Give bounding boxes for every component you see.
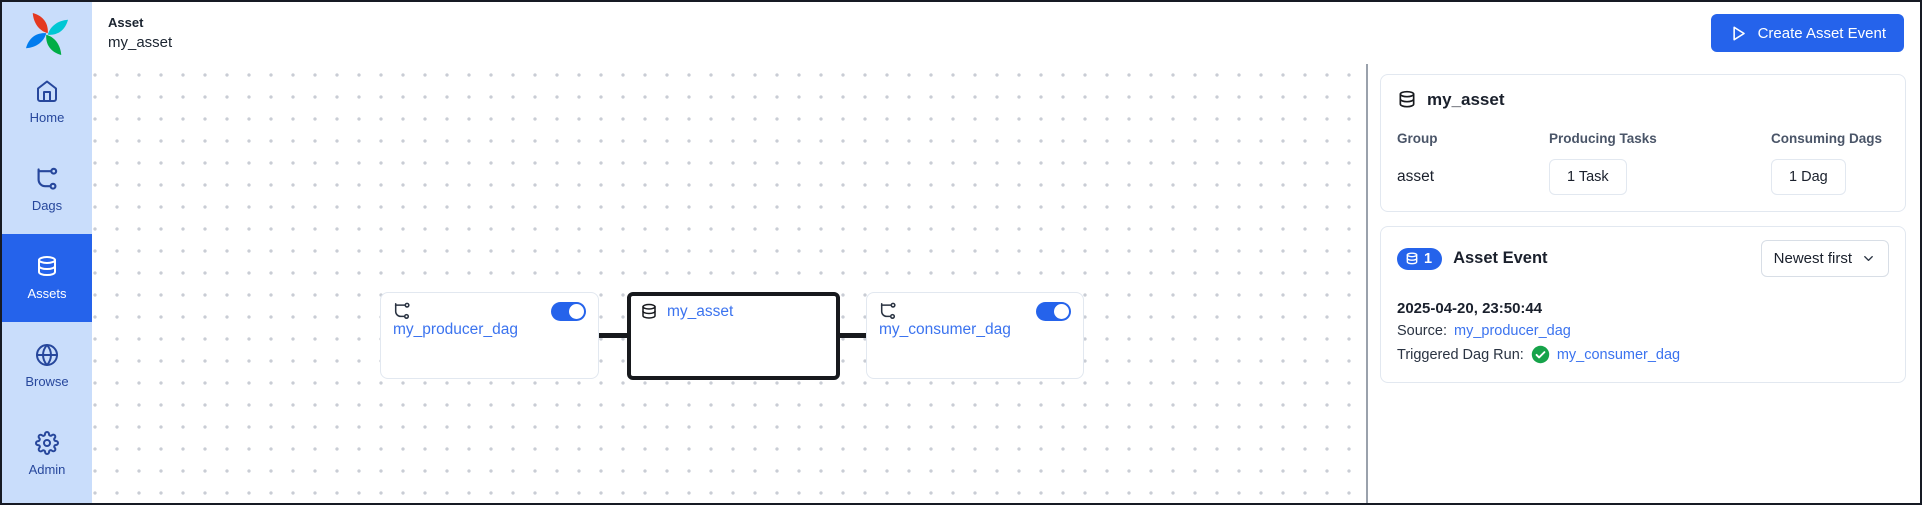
group-label: Group bbox=[1397, 131, 1438, 146]
dag-enabled-toggle[interactable] bbox=[1036, 302, 1071, 321]
create-asset-event-button[interactable]: Create Asset Event bbox=[1710, 14, 1904, 52]
success-check-icon bbox=[1531, 345, 1550, 364]
asset-link[interactable]: my_asset bbox=[667, 303, 734, 320]
page-header: Asset my_asset Create Asset Event bbox=[92, 2, 1920, 64]
asset-event-title: Asset Event bbox=[1453, 249, 1548, 267]
dag-link[interactable]: my_consumer_dag bbox=[879, 321, 1011, 338]
sidebar: Home Dags Assets Browse Admin bbox=[2, 2, 92, 503]
event-source-link[interactable]: my_producer_dag bbox=[1453, 323, 1571, 339]
event-source-label: Source: bbox=[1397, 323, 1447, 339]
event-sort-select[interactable]: Newest first bbox=[1760, 240, 1889, 277]
event-count: 1 bbox=[1424, 250, 1433, 267]
consuming-dags-button[interactable]: 1 Dag bbox=[1771, 159, 1846, 195]
dag-icon bbox=[35, 167, 59, 191]
create-asset-event-label: Create Asset Event bbox=[1757, 24, 1886, 42]
event-sort-value: Newest first bbox=[1773, 250, 1852, 267]
producing-tasks-label: Producing Tasks bbox=[1549, 131, 1657, 146]
event-run-link[interactable]: my_consumer_dag bbox=[1556, 346, 1681, 363]
dag-link[interactable]: my_producer_dag bbox=[393, 321, 518, 338]
database-icon bbox=[1405, 251, 1419, 266]
sidebar-item-label: Home bbox=[29, 110, 65, 125]
sidebar-item-label: Browse bbox=[25, 374, 69, 389]
toggle-knob bbox=[569, 304, 584, 319]
event-run-label: Triggered Dag Run: bbox=[1397, 346, 1524, 363]
play-icon bbox=[1729, 24, 1748, 43]
page-title: my_asset bbox=[108, 34, 173, 51]
graph-canvas[interactable]: my_producer_dag my_asset bbox=[92, 64, 1366, 503]
sidebar-item-dags[interactable]: Dags bbox=[2, 146, 92, 234]
group-value: asset bbox=[1397, 168, 1435, 185]
sidebar-item-label: Admin bbox=[28, 462, 66, 477]
database-icon bbox=[640, 303, 658, 321]
sidebar-item-browse[interactable]: Browse bbox=[2, 322, 92, 410]
main-area: Asset my_asset Create Asset Event bbox=[92, 2, 1920, 503]
graph-edge bbox=[597, 333, 629, 338]
event-timestamp: 2025-04-20, 23:50:44 bbox=[1397, 300, 1543, 317]
content-row: my_producer_dag my_asset bbox=[92, 64, 1920, 503]
page-eyebrow: Asset bbox=[108, 15, 144, 30]
event-count-badge: 1 bbox=[1397, 247, 1443, 270]
toggle-knob bbox=[1054, 304, 1069, 319]
airflow-logo[interactable] bbox=[2, 2, 92, 58]
gear-icon bbox=[35, 431, 59, 455]
dag-icon bbox=[879, 302, 897, 320]
dag-icon bbox=[393, 302, 411, 320]
sidebar-item-assets[interactable]: Assets bbox=[2, 234, 92, 322]
graph-node-producer-dag[interactable]: my_producer_dag bbox=[380, 292, 599, 379]
dag-enabled-toggle[interactable] bbox=[551, 302, 586, 321]
asset-details-panel: my_asset Group Producing Tasks Consuming… bbox=[1366, 64, 1920, 503]
sidebar-item-admin[interactable]: Admin bbox=[2, 410, 92, 498]
database-icon bbox=[1397, 90, 1417, 110]
sidebar-item-label: Dags bbox=[31, 198, 63, 213]
globe-icon bbox=[35, 343, 59, 367]
chevron-down-icon bbox=[1861, 251, 1876, 266]
airflow-pinwheel-icon bbox=[26, 13, 68, 55]
graph-node-asset[interactable]: my_asset bbox=[627, 292, 840, 380]
sidebar-item-label: Assets bbox=[27, 286, 67, 301]
asset-name: my_asset bbox=[1427, 90, 1505, 109]
breadcrumb: Asset my_asset bbox=[108, 14, 172, 53]
asset-events-card: 1 Asset Event Newest first 2025-04-20, 2 bbox=[1380, 226, 1906, 383]
consuming-dags-label: Consuming Dags bbox=[1771, 131, 1883, 146]
sidebar-item-home[interactable]: Home bbox=[2, 58, 92, 146]
asset-summary-card: my_asset Group Producing Tasks Consuming… bbox=[1380, 74, 1906, 212]
database-icon bbox=[35, 255, 59, 279]
graph-node-consumer-dag[interactable]: my_consumer_dag bbox=[866, 292, 1084, 379]
graph-edge bbox=[838, 333, 868, 338]
asset-event-item: 2025-04-20, 23:50:44 Source: my_producer… bbox=[1397, 300, 1889, 364]
producing-tasks-button[interactable]: 1 Task bbox=[1549, 159, 1627, 195]
home-icon bbox=[35, 79, 59, 103]
